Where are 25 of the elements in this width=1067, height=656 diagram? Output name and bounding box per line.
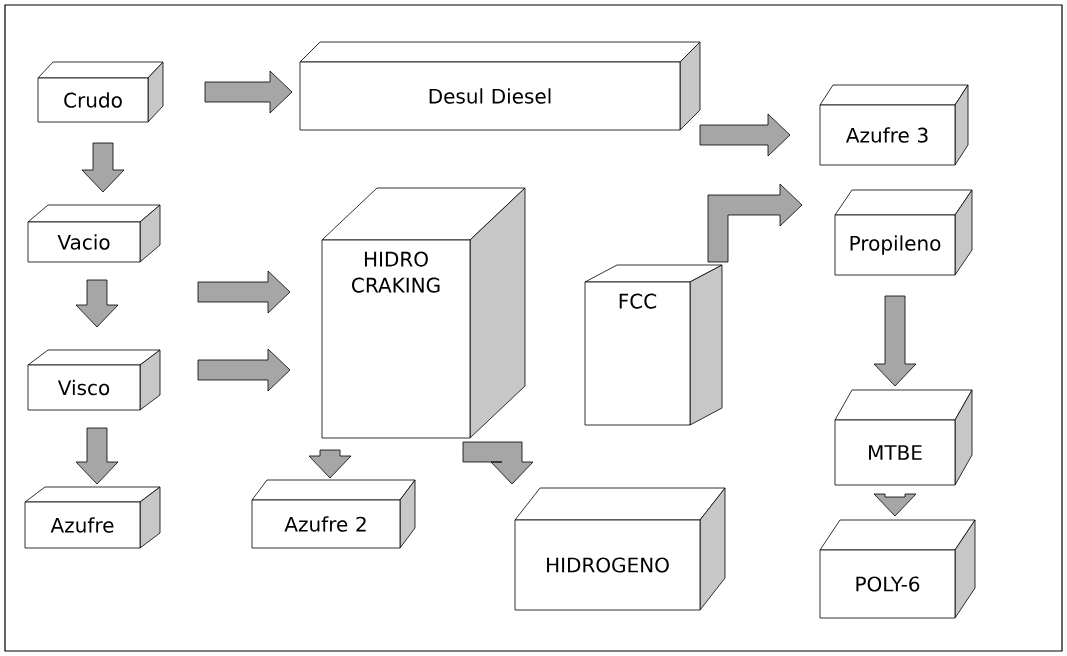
block-arrow bbox=[462, 441, 534, 485]
block-arrow bbox=[197, 348, 291, 392]
unit-block: Desul Diesel bbox=[299, 41, 701, 131]
unit-block: Azufre 3 bbox=[819, 84, 969, 166]
block-arrow bbox=[873, 295, 917, 387]
unit-block: Azufre bbox=[24, 486, 161, 549]
block-arrow bbox=[75, 427, 119, 485]
block-arrow bbox=[204, 70, 293, 114]
unit-block: Propileno bbox=[834, 189, 973, 276]
block-arrow bbox=[873, 493, 917, 517]
unit-block: Crudo bbox=[37, 61, 164, 123]
unit-block: MTBE bbox=[834, 389, 973, 486]
unit-block: Vacio bbox=[27, 204, 161, 263]
unit-block: HIDRO CRAKING bbox=[321, 187, 526, 439]
block-arrow bbox=[707, 183, 803, 263]
unit-block: POLY-6 bbox=[819, 519, 976, 619]
block-arrow bbox=[308, 449, 352, 479]
unit-block: Visco bbox=[27, 349, 161, 411]
block-arrow bbox=[197, 270, 291, 314]
block-arrow bbox=[81, 142, 125, 193]
unit-block: HIDROGENO bbox=[514, 487, 726, 611]
block-arrow bbox=[699, 113, 791, 157]
unit-block: Azufre 2 bbox=[251, 479, 416, 549]
block-arrow bbox=[75, 279, 119, 328]
unit-block: FCC bbox=[584, 264, 723, 426]
